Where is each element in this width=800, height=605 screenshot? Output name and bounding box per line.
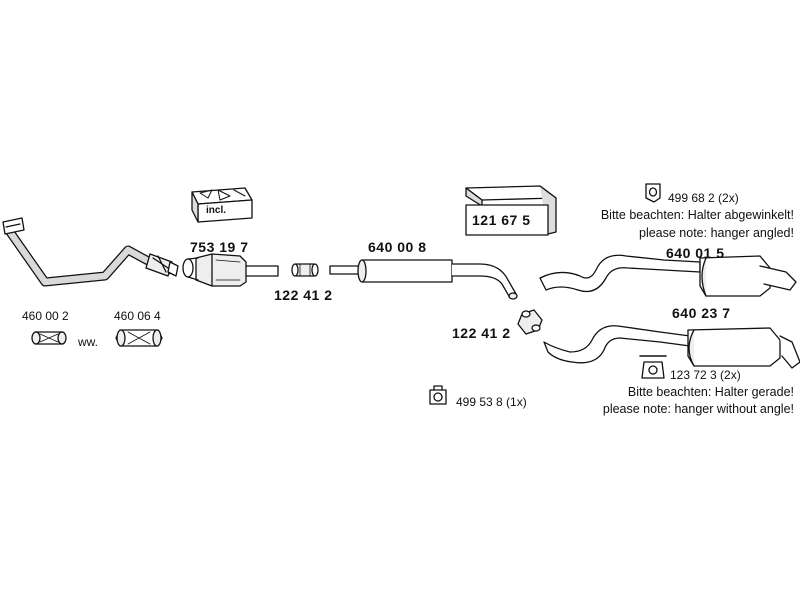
part-number-460002: 460 00 2 bbox=[22, 309, 69, 323]
center-muffler bbox=[329, 259, 518, 300]
rubber-mount-icon bbox=[429, 385, 447, 405]
mounting-kit-box bbox=[465, 185, 557, 236]
note-angled-de: Bitte beachten: Halter abgewinkelt! bbox=[600, 208, 794, 222]
hanger-straight-icon bbox=[639, 355, 667, 379]
gasket-kit-box bbox=[191, 187, 253, 223]
alternative-mark: ww. bbox=[78, 335, 99, 349]
part-number-753197: 753 19 7 bbox=[190, 239, 249, 255]
part-number-clamp-front: 122 41 2 bbox=[274, 287, 333, 303]
incl-label: incl. bbox=[206, 205, 227, 216]
part-number-499538: 499 53 8 (1x) bbox=[456, 395, 527, 409]
part-number-121675: 121 67 5 bbox=[472, 212, 531, 228]
part-number-460064: 460 06 4 bbox=[114, 309, 161, 323]
part-number-clamp-rear: 122 41 2 bbox=[452, 325, 511, 341]
note-straight-en: please note: hanger without angle! bbox=[602, 402, 794, 416]
part-number-123723: 123 72 3 (2x) bbox=[670, 368, 741, 382]
note-straight-de: Bitte beachten: Halter gerade! bbox=[627, 385, 794, 399]
hanger-angled-icon bbox=[645, 183, 661, 203]
gasket-460064 bbox=[115, 329, 163, 347]
part-number-640008: 640 00 8 bbox=[368, 239, 427, 255]
catalytic-converter bbox=[182, 253, 279, 287]
clamp-rear bbox=[517, 309, 543, 335]
part-number-640015: 640 01 5 bbox=[666, 245, 725, 261]
front-pipe bbox=[2, 217, 179, 287]
note-angled-en: please note: hanger angled! bbox=[639, 226, 794, 240]
rear-muffler-640015 bbox=[539, 254, 797, 297]
part-number-499682: 499 68 2 (2x) bbox=[668, 191, 739, 205]
clamp-front bbox=[291, 263, 319, 277]
gasket-460002 bbox=[31, 331, 67, 345]
part-number-640237: 640 23 7 bbox=[672, 305, 731, 321]
rear-muffler-640237 bbox=[543, 325, 800, 369]
